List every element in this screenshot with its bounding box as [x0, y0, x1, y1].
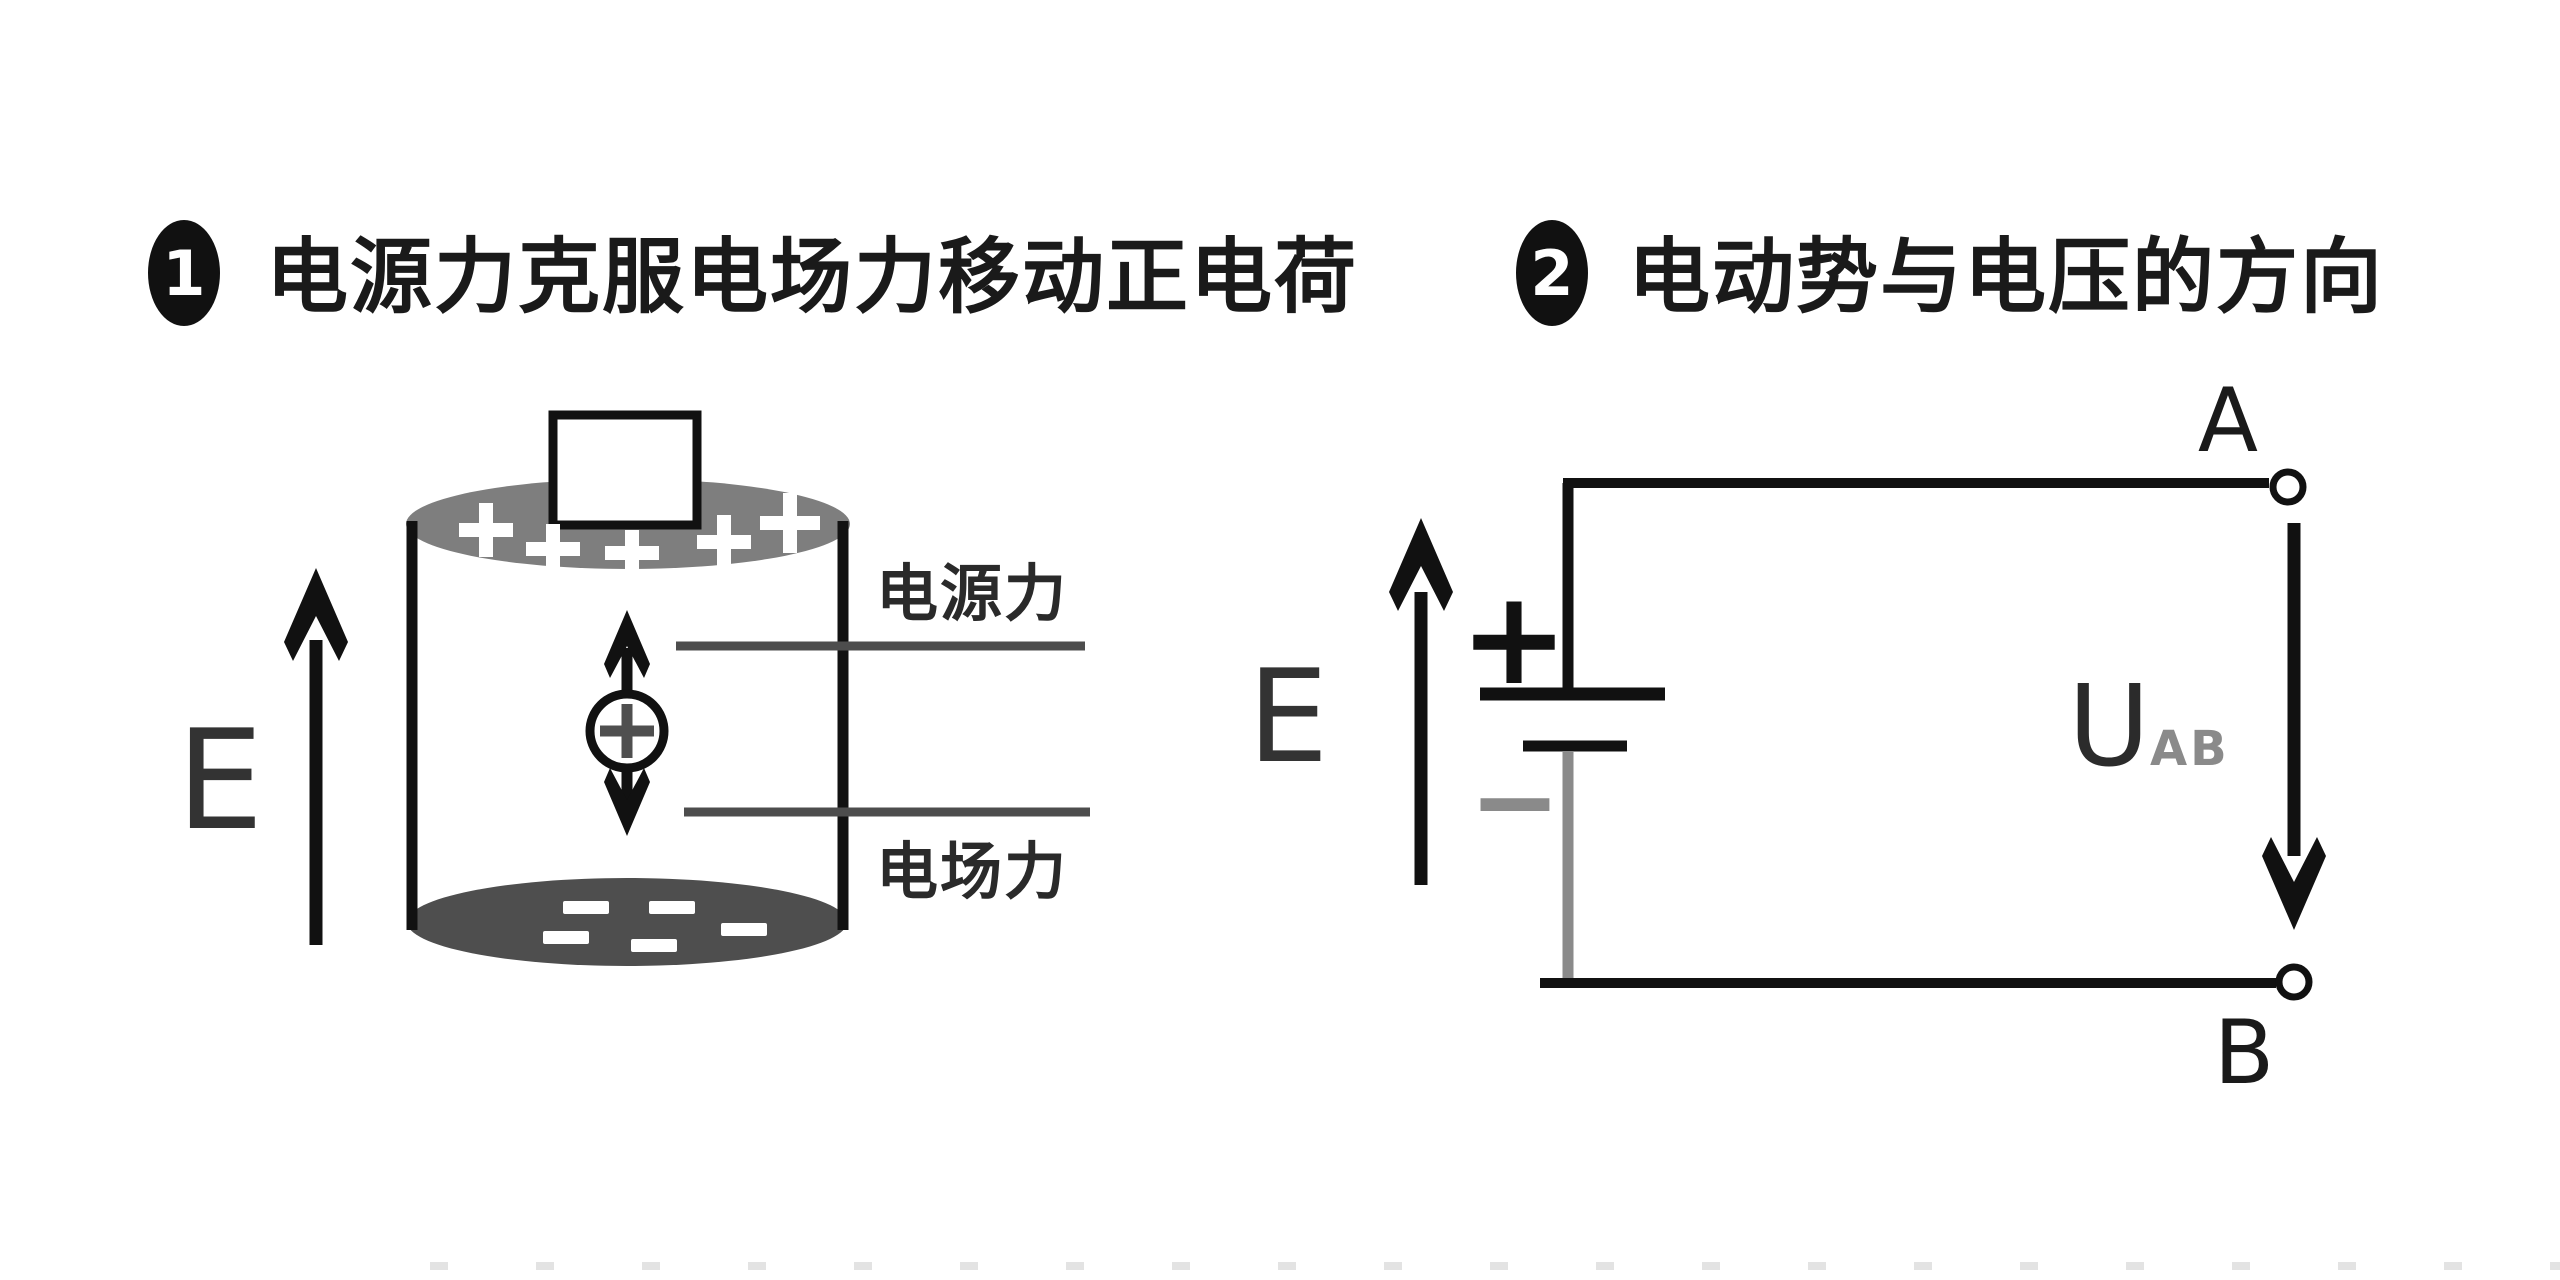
- positive-charge-plus-icon: [600, 704, 654, 758]
- terminal-b-circle: [2275, 963, 2313, 1001]
- plus-sign-icon: [526, 524, 580, 567]
- minus-signs-group: [543, 901, 767, 952]
- emf-arrow-head-up-icon: [1389, 518, 1453, 611]
- plus-sign-icon: [459, 503, 513, 557]
- terminal-a-circle: [2269, 468, 2307, 506]
- minus-sign-icon: [631, 939, 677, 952]
- plus-signs-group: [459, 493, 820, 576]
- source-force-arrow-head-icon: [604, 610, 650, 678]
- field-arrow-head-up-icon: [284, 568, 348, 661]
- section-2-badge: 2: [1516, 220, 1588, 326]
- minus-sign-icon: [563, 901, 609, 914]
- field-force-label: 电场力: [876, 835, 1069, 908]
- battery-minus-sign: −: [1468, 737, 1562, 865]
- plus-sign-icon: [605, 530, 659, 576]
- source-force-label: 电源力: [876, 557, 1069, 630]
- negative-plate-ellipse: [407, 878, 847, 966]
- field-strength-label: E: [176, 699, 264, 861]
- battery-plus-sign: +: [1459, 562, 1569, 714]
- field-force-arrow-head-icon: [604, 768, 650, 836]
- emf-label: E: [1247, 642, 1329, 792]
- minus-sign-icon: [543, 931, 589, 944]
- plus-sign-icon: [697, 515, 751, 569]
- voltage-symbol: U: [2068, 662, 2150, 792]
- bottom-dashed-line: [430, 1262, 2560, 1270]
- voltage-subscript: AB: [2149, 721, 2230, 777]
- plus-sign-icon: [760, 493, 820, 553]
- section-2-title: 电动势与电压的方向: [1628, 230, 2385, 325]
- node-b-label: B: [2213, 1000, 2275, 1104]
- node-a-label: A: [2197, 368, 2259, 472]
- section-1-title: 电源力克服电场力移动正电荷: [266, 230, 1359, 325]
- section-1-number: 1: [162, 236, 206, 310]
- minus-sign-icon: [721, 923, 767, 936]
- voltage-arrow-head-down-icon: [2262, 837, 2326, 930]
- section-1-badge: 1: [148, 220, 220, 326]
- section-2-number: 2: [1530, 236, 1574, 310]
- minus-sign-icon: [649, 901, 695, 914]
- terminal-block: [548, 410, 702, 530]
